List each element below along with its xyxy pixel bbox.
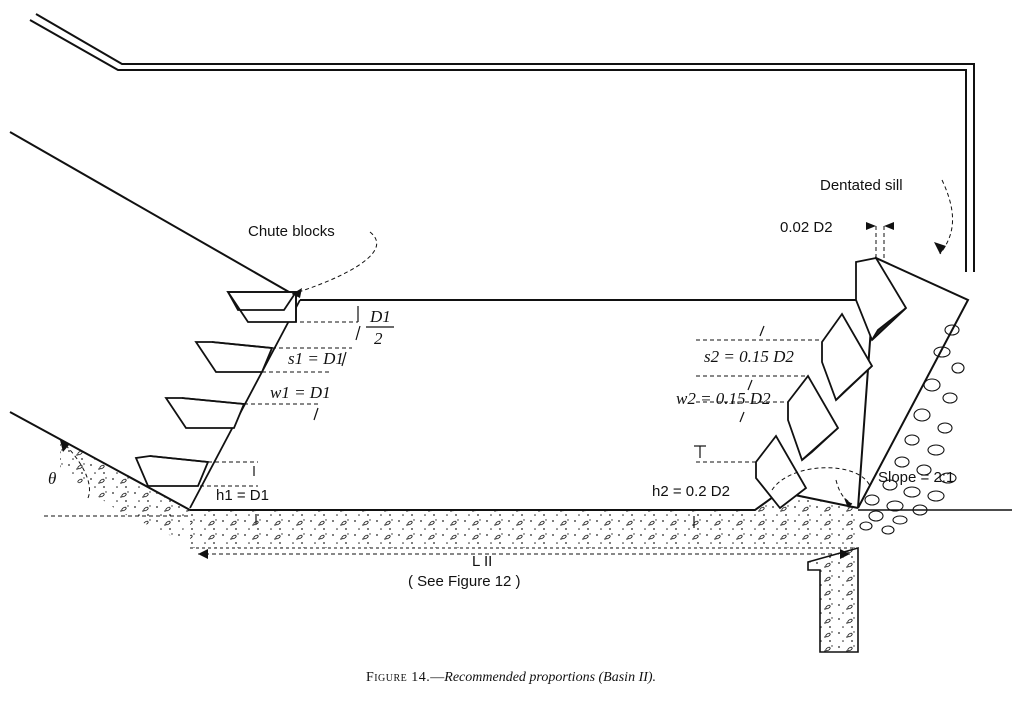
label-w1: w1 = D1 — [270, 383, 331, 402]
label-w2: w2 = 0.15 D2 — [676, 389, 771, 408]
cutoff-wall — [807, 546, 859, 653]
label-s1: s1 = D1 — [288, 349, 344, 368]
arrowheads — [60, 222, 946, 559]
label-dentated-sill: Dentated sill — [820, 177, 903, 194]
caption-text: Recommended proportions (Basin II). — [444, 670, 657, 685]
floor-front-edge — [190, 490, 859, 511]
back-wall — [29, 13, 975, 272]
chute-block-1 — [226, 291, 298, 323]
sill-tooth-1 — [855, 256, 908, 342]
floor-slab — [190, 492, 858, 548]
label-see-figure: ( See Figure 12 ) — [408, 573, 521, 590]
label-s2: s2 = 0.15 D2 — [704, 347, 794, 366]
dimension-lines — [44, 179, 954, 555]
end-sill-face — [857, 256, 970, 509]
label-chute-blocks: Chute blocks — [248, 223, 335, 240]
sill-tooth-3 — [787, 374, 840, 462]
chute-bottom-edge — [9, 411, 191, 511]
label-d1-numerator: D1 — [369, 307, 391, 326]
label-d1-denominator: 2 — [374, 329, 383, 348]
label-slope: Slope = 2:1 — [878, 469, 954, 486]
caption-dash: — — [430, 670, 445, 685]
chute-concrete — [60, 440, 190, 540]
label-theta: θ — [48, 469, 56, 488]
tick-marks — [253, 306, 765, 528]
riprap — [859, 324, 965, 535]
chute-block-2 — [194, 341, 274, 373]
chute-top-edge — [9, 131, 297, 297]
caption-figure-number: Figure 14. — [365, 670, 431, 685]
chute-block-4 — [134, 455, 210, 487]
sill-tooth-4 — [755, 434, 808, 510]
label-h1: h1 = D1 — [216, 487, 269, 504]
figure-caption: Figure 14.—Recommended proportions (Basi… — [0, 670, 1022, 686]
sill-tooth-2 — [821, 312, 874, 402]
label-sill-gap: 0.02 D2 — [780, 219, 833, 236]
label-h2: h2 = 0.2 D2 — [652, 483, 730, 500]
label-length: L II — [472, 553, 492, 570]
chute-block-3 — [164, 397, 246, 429]
